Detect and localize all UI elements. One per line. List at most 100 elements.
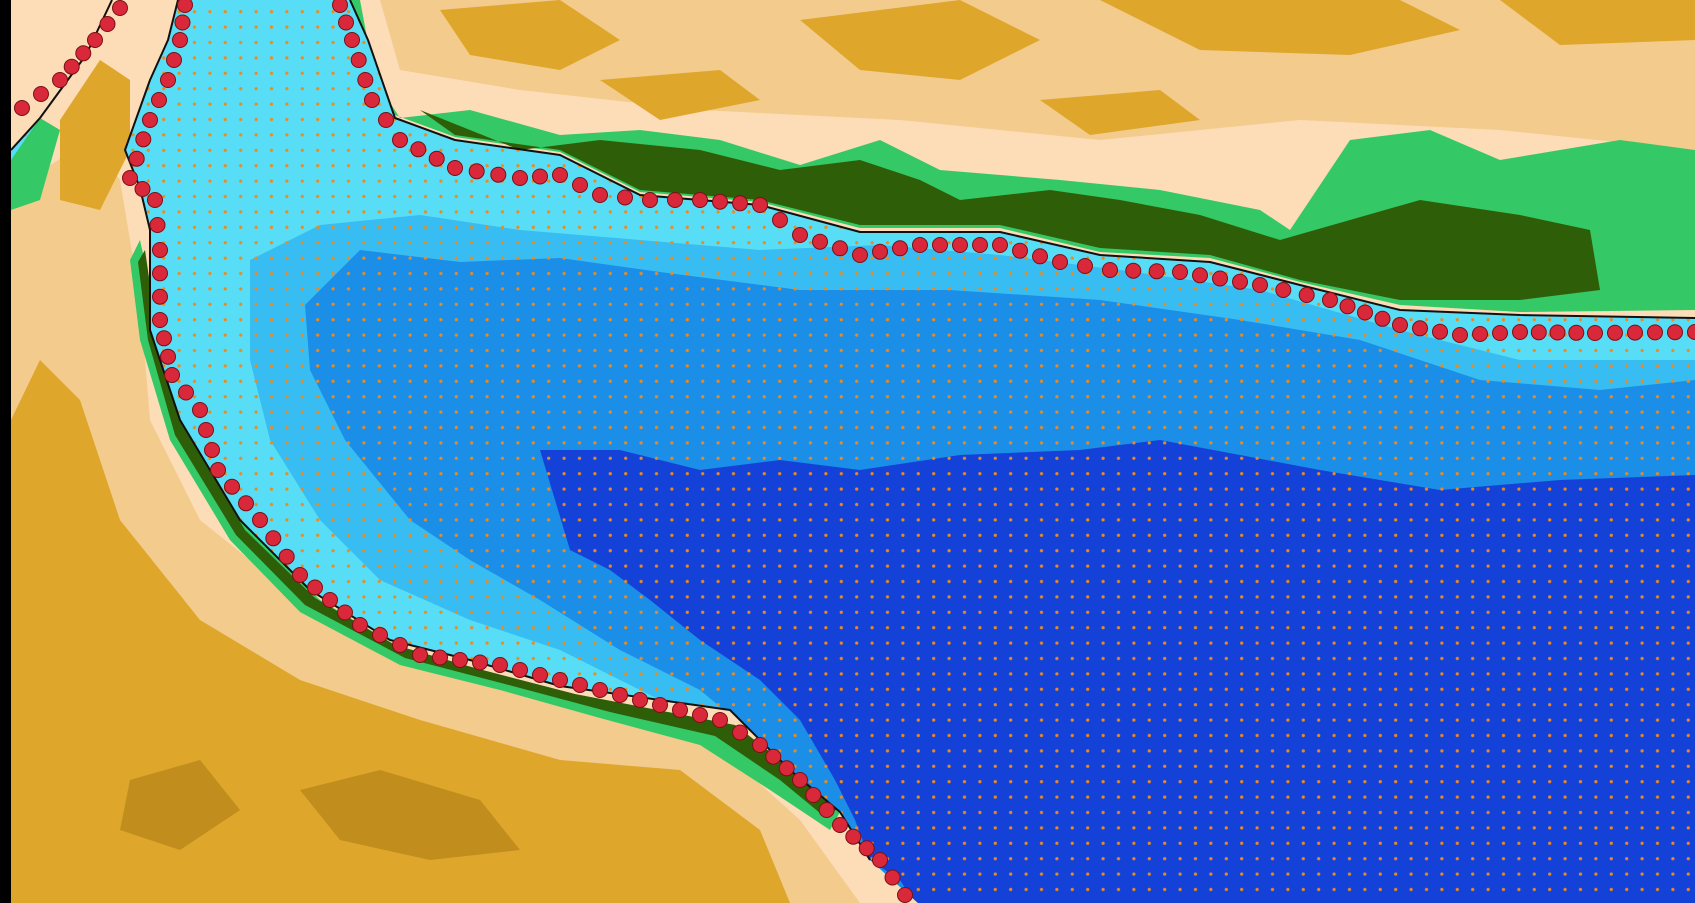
coastal-station-marker[interactable] — [372, 627, 388, 643]
coastal-station-marker[interactable] — [1492, 325, 1508, 341]
coastal-station-marker[interactable] — [1627, 324, 1643, 341]
coastal-station-marker[interactable] — [512, 662, 528, 678]
coastal-station-marker[interactable] — [872, 243, 888, 260]
coastal-station-marker[interactable] — [1512, 324, 1528, 340]
coastal-station-marker[interactable] — [592, 187, 608, 203]
coastal-station-marker[interactable] — [99, 16, 116, 32]
coastal-station-marker[interactable] — [1530, 324, 1547, 341]
coastal-station-marker[interactable] — [490, 166, 507, 183]
coastal-station-marker[interactable] — [337, 604, 353, 621]
coastal-station-marker[interactable] — [692, 192, 708, 208]
coastal-station-marker[interactable] — [152, 288, 168, 305]
coastal-station-marker[interactable] — [452, 652, 468, 668]
coastal-station-marker[interactable] — [712, 712, 728, 728]
coastal-station-marker[interactable] — [512, 170, 528, 186]
coastal-station-marker[interactable] — [412, 647, 428, 663]
coastal-station-marker[interactable] — [152, 265, 168, 282]
coastal-station-marker[interactable] — [174, 14, 191, 31]
coastal-station-marker[interactable] — [1412, 320, 1428, 337]
coastal-station-marker[interactable] — [238, 495, 254, 512]
coastal-station-marker[interactable] — [1587, 325, 1603, 341]
coastal-station-marker[interactable] — [428, 150, 445, 167]
coastal-station-marker[interactable] — [152, 242, 168, 258]
coastal-station-marker[interactable] — [332, 0, 348, 13]
coastal-station-marker[interactable] — [1549, 324, 1566, 341]
coastal-station-marker[interactable] — [472, 654, 488, 671]
coastal-station-marker[interactable] — [112, 0, 128, 16]
coastal-station-marker[interactable] — [892, 240, 908, 257]
coastal-station-marker[interactable] — [852, 247, 868, 263]
coastal-station-marker[interactable] — [160, 348, 176, 365]
coastal-station-marker[interactable] — [752, 197, 768, 213]
coastal-station-marker[interactable] — [1472, 326, 1488, 342]
coastal-station-marker[interactable] — [1052, 254, 1068, 270]
coastal-station-marker[interactable] — [1607, 324, 1623, 341]
coastal-station-marker[interactable] — [352, 617, 368, 633]
coastal-station-marker[interactable] — [1032, 248, 1048, 265]
coastal-station-marker[interactable] — [1374, 310, 1391, 327]
coastal-station-marker[interactable] — [265, 530, 282, 547]
coastal-station-marker[interactable] — [972, 237, 988, 253]
coastal-station-marker[interactable] — [378, 112, 394, 128]
coastal-station-marker[interactable] — [224, 478, 240, 495]
coastal-station-marker[interactable] — [192, 402, 208, 418]
coastal-station-marker[interactable] — [87, 32, 103, 48]
coastal-station-marker[interactable] — [897, 887, 913, 903]
coastal-station-marker[interactable] — [152, 312, 168, 328]
coastal-station-marker[interactable] — [1339, 298, 1356, 315]
coastal-station-marker[interactable] — [75, 45, 92, 62]
coastal-station-marker[interactable] — [778, 760, 795, 777]
coastal-station-marker[interactable] — [692, 707, 708, 723]
coastal-station-marker[interactable] — [177, 0, 193, 13]
coastal-station-marker[interactable] — [128, 150, 145, 167]
coastal-station-marker[interactable] — [210, 462, 226, 478]
coastal-station-marker[interactable] — [884, 869, 901, 886]
coastal-station-marker[interactable] — [532, 168, 548, 185]
coastal-station-marker[interactable] — [1077, 258, 1093, 274]
coastal-station-marker[interactable] — [1298, 287, 1315, 303]
coastal-station-marker[interactable] — [772, 212, 788, 228]
coastal-station-marker[interactable] — [322, 592, 338, 608]
coastal-station-marker[interactable] — [858, 840, 875, 857]
coastal-station-marker[interactable] — [63, 58, 80, 75]
coastal-station-marker[interactable] — [652, 697, 668, 713]
coastal-station-marker[interactable] — [344, 32, 360, 48]
coastal-station-marker[interactable] — [532, 667, 548, 683]
coastal-station-marker[interactable] — [357, 72, 374, 88]
coastal-station-marker[interactable] — [592, 682, 608, 698]
coastal-station-marker[interactable] — [1102, 262, 1118, 278]
coastal-station-marker[interactable] — [292, 567, 308, 583]
coastal-station-marker[interactable] — [14, 100, 30, 116]
coastal-station-marker[interactable] — [1232, 273, 1248, 290]
coastal-station-marker[interactable] — [364, 92, 380, 108]
coastal-station-marker[interactable] — [1568, 324, 1585, 341]
coastal-station-marker[interactable] — [672, 702, 688, 718]
coastal-station-marker[interactable] — [1452, 327, 1468, 343]
coastal-station-marker[interactable] — [1212, 270, 1228, 287]
coastal-station-marker[interactable] — [932, 237, 948, 253]
coastal-station-marker[interactable] — [805, 787, 822, 803]
coastal-station-marker[interactable] — [572, 177, 588, 193]
coastal-station-marker[interactable] — [164, 367, 180, 383]
coastal-station-marker[interactable] — [410, 141, 427, 158]
coastal-station-marker[interactable] — [492, 657, 508, 673]
coastal-station-marker[interactable] — [872, 852, 888, 868]
coastal-station-marker[interactable] — [468, 163, 485, 180]
coastal-station-marker[interactable] — [912, 237, 928, 253]
coastal-station-marker[interactable] — [392, 132, 408, 148]
coastal-station-marker[interactable] — [307, 579, 323, 596]
coastal-station-marker[interactable] — [52, 72, 68, 88]
coastal-station-marker[interactable] — [151, 92, 167, 108]
coastal-station-marker[interactable] — [1012, 242, 1028, 259]
coastal-station-marker[interactable] — [1667, 324, 1683, 341]
coastal-station-marker[interactable] — [392, 637, 408, 653]
coastal-station-marker[interactable] — [156, 330, 172, 347]
coastal-station-marker[interactable] — [1275, 282, 1292, 298]
coastal-station-marker[interactable] — [792, 772, 808, 788]
coastal-station-marker[interactable] — [752, 737, 768, 753]
coastal-station-marker[interactable] — [1647, 324, 1663, 341]
coastal-station-marker[interactable] — [632, 692, 648, 708]
coastal-station-marker[interactable] — [1322, 292, 1338, 308]
coastal-station-marker[interactable] — [432, 649, 448, 666]
coastal-station-marker[interactable] — [617, 189, 633, 206]
